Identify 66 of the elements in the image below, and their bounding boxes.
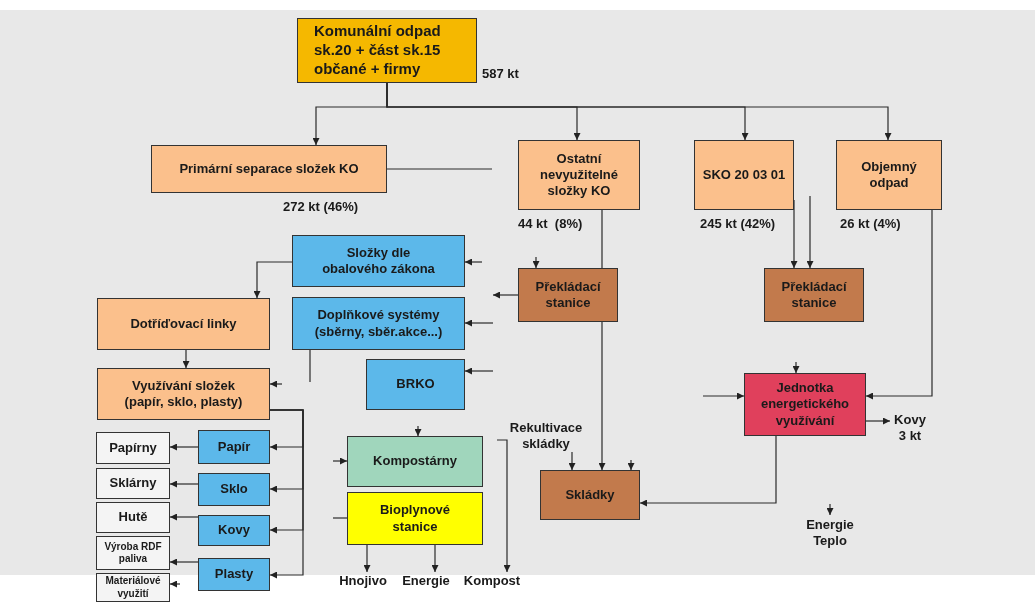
connector-arrow bbox=[253, 261, 293, 299]
quantity-label: 245 kt (42%) bbox=[700, 215, 776, 233]
connector-arrow bbox=[464, 367, 494, 375]
connector-arrow bbox=[639, 435, 777, 507]
process-box: Překládací stanice bbox=[764, 268, 864, 322]
connector-arrow bbox=[464, 258, 483, 266]
process-box: Bioplynové stanice bbox=[347, 492, 483, 545]
quantity-label: 26 kt (4%) bbox=[840, 215, 901, 233]
connector-arrow bbox=[464, 319, 494, 327]
process-box: Skládky bbox=[540, 470, 640, 520]
connector-arrow bbox=[431, 544, 439, 573]
process-box: Kovy bbox=[198, 515, 270, 546]
process-box: Hutě bbox=[96, 502, 170, 533]
process-box: Materiálové využití bbox=[96, 573, 170, 602]
connector-arrow bbox=[414, 425, 422, 437]
connector-arrow bbox=[363, 544, 371, 573]
connector-arrow bbox=[865, 417, 891, 425]
quantity-label: 587 kt bbox=[482, 65, 519, 83]
process-box: Doplňkové systémy (sběrny, sběr.akce...) bbox=[292, 297, 465, 350]
connector-arrow bbox=[269, 409, 304, 579]
connector-arrow bbox=[496, 439, 511, 573]
connector-arrow bbox=[598, 321, 606, 471]
process-box: Sklárny bbox=[96, 468, 170, 499]
connector-arrow bbox=[182, 349, 190, 369]
node-label: Energie Teplo bbox=[800, 515, 860, 551]
node-label: Kompost bbox=[460, 572, 524, 590]
connector-arrow bbox=[826, 503, 834, 516]
process-box: Plasty bbox=[198, 558, 270, 591]
process-box: Jednotka energetického využívání bbox=[744, 373, 866, 436]
connector-arrow bbox=[792, 361, 800, 374]
connector-arrow bbox=[169, 580, 181, 588]
connector-arrow bbox=[169, 513, 199, 521]
process-box: BRKO bbox=[366, 359, 465, 410]
node-label: Kovy 3 kt bbox=[890, 410, 930, 446]
node-label: Hnojivo bbox=[334, 572, 392, 590]
process-box: Objemný odpad bbox=[836, 140, 942, 210]
process-box: Překládací stanice bbox=[518, 268, 618, 322]
connector-arrow bbox=[169, 443, 199, 451]
process-box: Komunální odpad sk.20 + část sk.15 občané + firmy bbox=[297, 18, 477, 83]
node-label: Energie bbox=[396, 572, 456, 590]
process-box: Papírny bbox=[96, 432, 170, 464]
quantity-label: 44 kt (8%) bbox=[518, 215, 583, 233]
process-box: Papír bbox=[198, 430, 270, 464]
process-box: Primární separace složek KO bbox=[151, 145, 387, 193]
process-box: Složky dle obalového zákona bbox=[292, 235, 465, 287]
connector-arrow bbox=[532, 256, 540, 269]
connector-arrow bbox=[806, 195, 814, 269]
process-box: Kompostárny bbox=[347, 436, 483, 487]
process-box: Využívání složek (papír, sklo, plasty) bbox=[97, 368, 270, 420]
connector-arrow bbox=[332, 457, 348, 465]
process-box: SKO 20 03 01 bbox=[694, 140, 794, 210]
connector-arrow bbox=[865, 209, 933, 400]
connector-arrow bbox=[169, 558, 199, 566]
process-box: Dotříďovací linky bbox=[97, 298, 270, 350]
connector-arrow bbox=[386, 82, 892, 141]
connector-arrow bbox=[627, 459, 635, 471]
node-label: Rekultivace skládky bbox=[497, 420, 595, 452]
connector-arrow bbox=[492, 291, 519, 299]
process-box: Výroba RDF paliva bbox=[96, 536, 170, 570]
connector-arrow bbox=[269, 380, 283, 388]
connector-arrow bbox=[169, 480, 199, 488]
process-box: Sklo bbox=[198, 473, 270, 506]
connector-arrow bbox=[568, 451, 576, 471]
connector-arrow bbox=[702, 392, 745, 400]
quantity-label: 272 kt (46%) bbox=[283, 198, 359, 216]
process-box: Ostatní nevyužitelné složky KO bbox=[518, 140, 640, 210]
